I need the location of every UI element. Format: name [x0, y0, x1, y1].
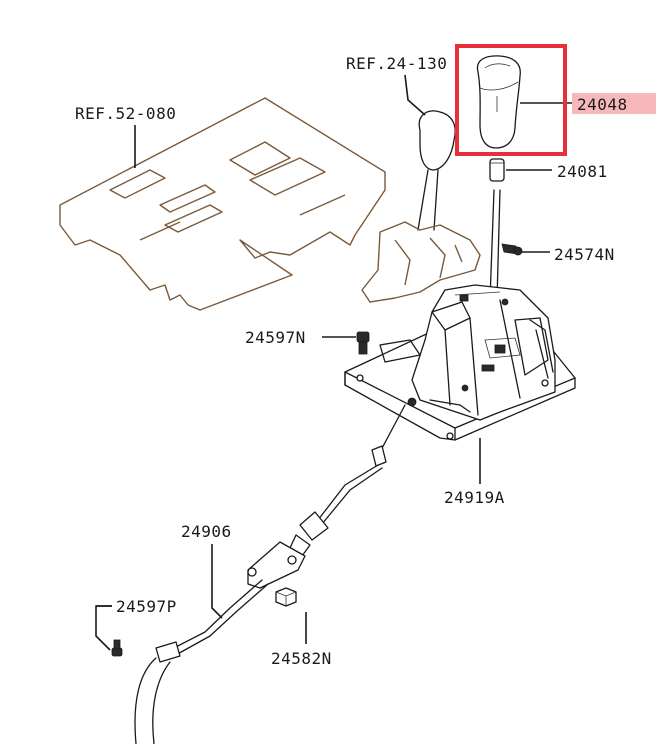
lever-rod — [489, 189, 501, 301]
shift-lever-boot — [361, 110, 481, 303]
label-24574n[interactable]: 24574N — [554, 245, 615, 264]
nut-24582n — [275, 587, 297, 607]
shift-cable — [134, 404, 406, 745]
shift-knob — [476, 55, 521, 149]
leader-lines — [95, 74, 575, 651]
label-24597n[interactable]: 24597N — [245, 328, 306, 347]
label-24919a[interactable]: 24919A — [444, 488, 505, 507]
shift-lever-assembly — [344, 284, 576, 441]
screw-24574n — [501, 243, 523, 256]
label-24582n[interactable]: 24582N — [271, 649, 332, 668]
label-ref-24-130: REF.24-130 — [346, 54, 447, 73]
label-24906[interactable]: 24906 — [181, 522, 232, 541]
bolt-24597n — [356, 331, 370, 355]
pin — [489, 158, 505, 182]
label-24597p[interactable]: 24597P — [116, 597, 177, 616]
bolt-24597p — [111, 639, 123, 657]
label-24081[interactable]: 24081 — [557, 162, 608, 181]
label-24048[interactable]: 24048 — [577, 95, 628, 114]
label-ref-52-080: REF.52-080 — [75, 104, 176, 123]
highlight-label-bg — [572, 93, 656, 114]
console-panel — [59, 97, 386, 311]
highlight-box — [455, 44, 567, 156]
